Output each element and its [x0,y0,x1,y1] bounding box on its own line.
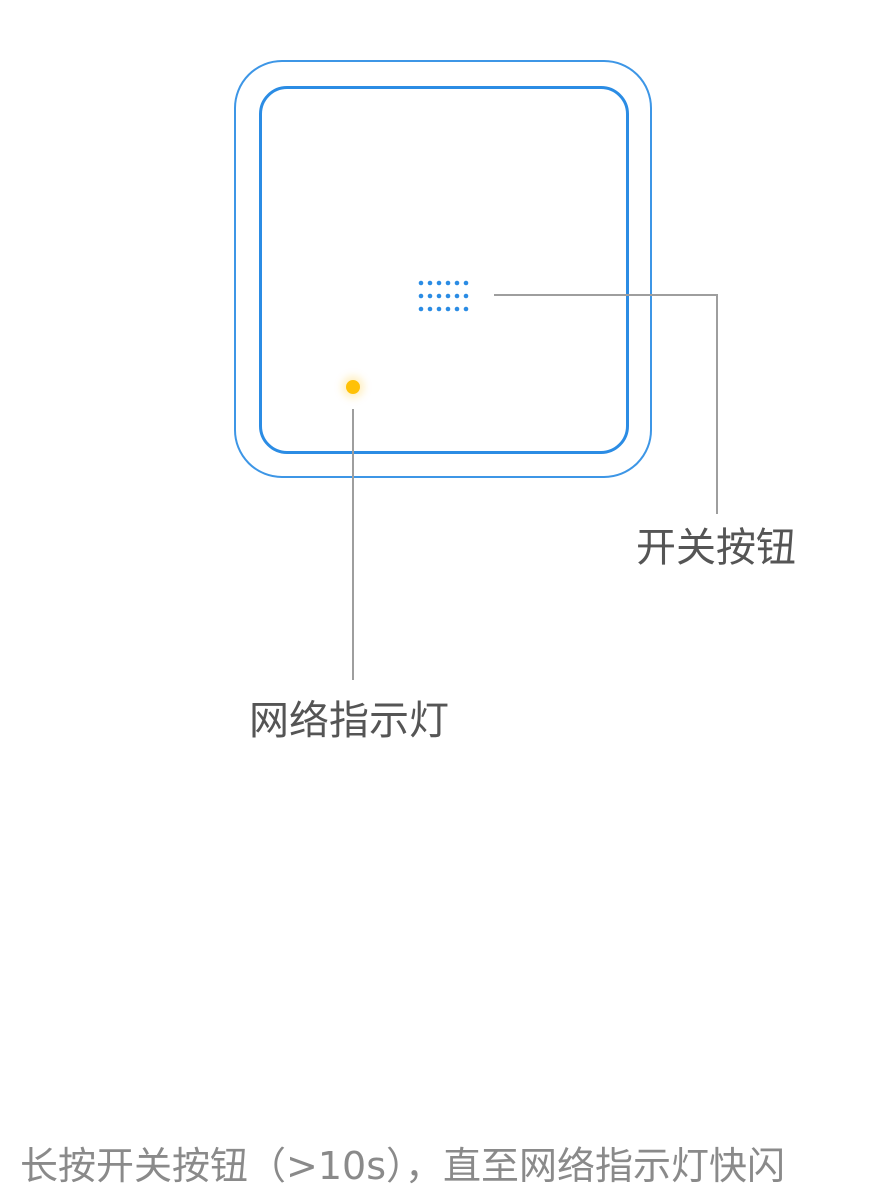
switch-button-label: 开关按钮 [636,525,796,571]
reset-instruction-text: 长按开关按钮（>10s），直至网络指示灯快闪 [20,1144,785,1188]
device-outer-frame [234,60,652,478]
switch-button-icon[interactable] [416,278,472,316]
network-indicator-light [346,380,360,394]
device-inner-panel [259,86,629,454]
network-indicator-label: 网络指示灯 [249,698,449,744]
